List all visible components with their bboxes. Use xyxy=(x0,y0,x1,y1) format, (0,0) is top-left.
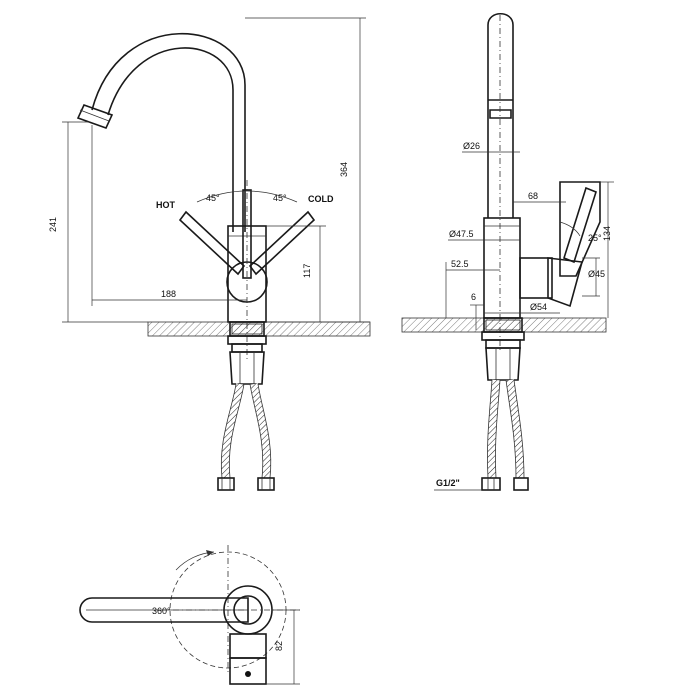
dim-188-label: 188 xyxy=(161,289,176,299)
front-mount-nut xyxy=(229,351,265,385)
side-handle-cap xyxy=(547,257,584,308)
front-hose-right xyxy=(250,383,271,479)
front-hose-fitting-left xyxy=(217,477,235,491)
front-aerator xyxy=(76,104,114,129)
front-lever-hot xyxy=(178,210,246,276)
front-view: 364 241 188 117 HOT COLD 45° 45° xyxy=(48,17,371,491)
dim-82-label: 82 xyxy=(274,641,284,651)
front-hose-fitting-right xyxy=(257,477,275,491)
label-hot: HOT xyxy=(156,200,176,210)
top-lever-dot xyxy=(245,671,251,677)
side-lever-block xyxy=(559,181,601,277)
side-thread xyxy=(485,319,521,331)
top-body-inner xyxy=(233,595,263,625)
front-angle-arc xyxy=(196,190,298,203)
top-handle-lever xyxy=(229,657,267,685)
side-hose-right xyxy=(506,379,524,479)
dim-364-label: 364 xyxy=(339,162,349,177)
top-rotation-label: 360° xyxy=(152,606,171,616)
dim-25deg-label: 25° xyxy=(588,233,602,243)
front-spout-inner xyxy=(107,47,234,232)
angle-right-label: 45° xyxy=(273,193,287,203)
side-mount-nut xyxy=(485,347,521,381)
dim-g12-label: G1/2" xyxy=(436,478,460,488)
side-hose-left xyxy=(487,379,500,479)
dim-68-label: 68 xyxy=(528,191,538,201)
side-spout xyxy=(487,12,514,218)
dim-134-label: 134 xyxy=(602,226,612,241)
front-aerator-line xyxy=(79,109,110,122)
top-spout-arm xyxy=(79,597,249,623)
top-handle-housing xyxy=(229,633,267,659)
side-lever-stick xyxy=(563,186,597,264)
top-view: 360° 82 xyxy=(79,545,300,685)
angle-left-label: 45° xyxy=(206,193,220,203)
side-body xyxy=(483,217,521,319)
front-thread xyxy=(231,323,263,335)
side-view: Ø26 68 Ø47.5 25° 134 52.5 Ø45 6 Ø54 G1/2… xyxy=(401,12,614,491)
side-aerator xyxy=(489,109,512,119)
front-spout-outer xyxy=(91,32,246,232)
dim-241-label: 241 xyxy=(48,217,58,232)
dim-d26-label: Ø26 xyxy=(463,141,480,151)
dim-d45-label: Ø45 xyxy=(588,269,605,279)
side-hose-fitting-right xyxy=(513,477,529,491)
front-hose-left xyxy=(221,383,244,479)
dim-117-label: 117 xyxy=(302,264,312,278)
dim-d54-label: Ø54 xyxy=(530,302,547,312)
label-cold: COLD xyxy=(308,194,334,204)
dim-52-label: 52.5 xyxy=(451,259,469,269)
dim-6-label: 6 xyxy=(471,292,476,302)
side-angle-arc xyxy=(559,221,581,237)
side-hose-fitting-left xyxy=(481,477,501,491)
dim-d47-label: Ø47.5 xyxy=(449,229,474,239)
front-lever-cold xyxy=(248,210,316,276)
side-handle-housing xyxy=(519,257,553,299)
